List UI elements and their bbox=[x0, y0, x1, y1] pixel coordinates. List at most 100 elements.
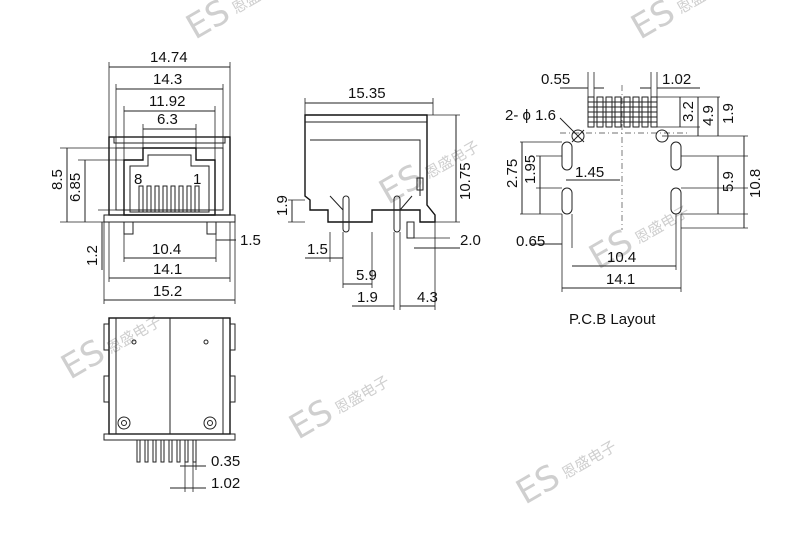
pcb-centerlines bbox=[560, 85, 690, 230]
bottom-pin bbox=[152, 439, 157, 463]
watermark-chinese: 恩盛电子 bbox=[559, 437, 620, 483]
dim-1-2: 1.2 bbox=[84, 245, 101, 266]
dim-0-55: 0.55 bbox=[541, 71, 570, 88]
dim-1-5-side: 1.5 bbox=[307, 241, 328, 258]
pcb-ext-top bbox=[587, 72, 658, 97]
pcb-pin-pads bbox=[587, 96, 658, 128]
bottom-pin bbox=[144, 439, 149, 463]
shield-foot-left bbox=[123, 221, 134, 235]
bottom-marker-right bbox=[203, 339, 209, 345]
bottom-pin bbox=[192, 439, 197, 463]
dim-2-75: 2.75 bbox=[504, 159, 521, 188]
pcb-ext-right bbox=[657, 96, 748, 189]
pin-label-8: 8 bbox=[134, 171, 142, 188]
hole-leader bbox=[559, 117, 573, 131]
dim-10-4-pcb: 10.4 bbox=[607, 249, 636, 266]
side-pin-rear bbox=[393, 195, 401, 233]
bottom-post-left bbox=[117, 416, 131, 430]
bottom-marker-left bbox=[131, 339, 137, 345]
contact-pin bbox=[170, 185, 176, 213]
watermark-es: ES bbox=[55, 332, 112, 388]
extension-lines-left bbox=[60, 147, 124, 223]
dim-4-3: 4.3 bbox=[417, 289, 438, 306]
dim-8-5: 8.5 bbox=[49, 169, 66, 190]
side-extension-lines bbox=[288, 98, 460, 223]
watermark-es: ES bbox=[283, 392, 340, 448]
side-pin-bends bbox=[329, 195, 413, 211]
bottom-post-right bbox=[203, 416, 217, 430]
side-latch bbox=[416, 177, 424, 191]
shield-base bbox=[103, 214, 236, 223]
bottom-inner-lines bbox=[115, 318, 224, 434]
bottom-pins bbox=[136, 439, 197, 463]
contact-pin bbox=[138, 185, 144, 213]
shield-slot-upper-right bbox=[670, 141, 682, 171]
jack-inner-frame bbox=[115, 147, 224, 211]
dim-1-02-bottom: 1.02 bbox=[211, 475, 240, 492]
side-view: 15.35 10.75 1.9 1.5 5.9 1.9 4.3 2.0 bbox=[274, 85, 481, 310]
dim-1-45: 1.45 bbox=[575, 164, 604, 181]
dim-6-85: 6.85 bbox=[67, 173, 84, 202]
contact-pins bbox=[138, 185, 200, 213]
dim-14-1-pcb: 14.1 bbox=[606, 271, 635, 288]
extension-lines-top bbox=[108, 62, 231, 160]
side-pin-front bbox=[342, 195, 350, 233]
locating-hole-left bbox=[571, 129, 585, 143]
pcb-layout: 0.55 1.02 3.2 4.9 1.9 2- ϕ 1.6 2.75 1.95… bbox=[504, 71, 764, 328]
pcb-ext-right-lower bbox=[681, 213, 748, 229]
bottom-pin bbox=[160, 439, 165, 463]
dim-1-9-side: 1.9 bbox=[357, 289, 378, 306]
hole-callout: 2- ϕ 1.6 bbox=[505, 107, 556, 124]
dim-14-74: 14.74 bbox=[150, 49, 188, 66]
bottom-dim-lines bbox=[170, 465, 206, 489]
side-shield-leg bbox=[406, 221, 415, 239]
dim-1-95: 1.95 bbox=[522, 155, 539, 184]
dim-1-9-pcb: 1.9 bbox=[720, 103, 737, 124]
contact-pin bbox=[146, 185, 152, 213]
watermark-es: ES bbox=[625, 0, 682, 48]
watermark-chinese: 恩盛电子 bbox=[674, 0, 735, 18]
dim-14-1: 14.1 bbox=[153, 261, 182, 278]
bottom-view: 0.35 1.02 bbox=[103, 317, 240, 492]
bottom-pin bbox=[136, 439, 141, 463]
hole-cross bbox=[571, 129, 585, 143]
watermark-chinese: 恩盛电子 bbox=[104, 312, 165, 358]
shield-slot-lower-left bbox=[561, 187, 573, 215]
watermark-es: ES bbox=[180, 0, 237, 48]
dim-3-2: 3.2 bbox=[680, 101, 697, 122]
dim-15-2: 15.2 bbox=[153, 283, 182, 300]
dim-1-02-pcb: 1.02 bbox=[662, 71, 691, 88]
side-extension-lines-bottom bbox=[329, 222, 450, 310]
bottom-post-right-inner bbox=[207, 420, 213, 426]
front-view: 8 1 14.74 14.3 11.92 6.3 8.5 6.85 1.2 10… bbox=[49, 49, 261, 304]
dim-10-4: 10.4 bbox=[152, 241, 181, 258]
pin-pad-hatch bbox=[588, 101, 657, 123]
dim-10-75: 10.75 bbox=[457, 162, 474, 200]
extension-lines-bottom bbox=[103, 222, 236, 304]
dim-5-9-pcb: 5.9 bbox=[720, 171, 737, 192]
watermark-es: ES bbox=[510, 457, 567, 513]
contact-pin bbox=[162, 185, 168, 213]
bottom-base-strip bbox=[103, 433, 236, 441]
dim-5-9-side: 5.9 bbox=[356, 267, 377, 284]
bottom-pin bbox=[184, 439, 189, 463]
pin-label-1: 1 bbox=[193, 171, 201, 188]
dim-4-9: 4.9 bbox=[700, 105, 717, 126]
dim-1-9-vert: 1.9 bbox=[274, 195, 291, 216]
bottom-side-tabs bbox=[103, 323, 236, 403]
contact-pin bbox=[178, 185, 184, 213]
jack-top-lip bbox=[113, 136, 226, 144]
watermark-chinese: 恩盛电子 bbox=[332, 372, 393, 418]
contact-pin bbox=[186, 185, 192, 213]
contact-pin bbox=[154, 185, 160, 213]
watermark-chinese: 恩盛电子 bbox=[229, 0, 290, 18]
watermark-chinese: 恩盛电子 bbox=[632, 202, 693, 248]
bottom-pin bbox=[176, 439, 181, 463]
pcb-layout-title: P.C.B Layout bbox=[569, 311, 656, 328]
pcb-ext-bottom bbox=[561, 214, 682, 292]
dim-11-92: 11.92 bbox=[149, 93, 185, 110]
side-inner-lines bbox=[305, 121, 427, 196]
dim-2-0: 2.0 bbox=[460, 232, 481, 249]
contact-pin bbox=[194, 185, 200, 213]
